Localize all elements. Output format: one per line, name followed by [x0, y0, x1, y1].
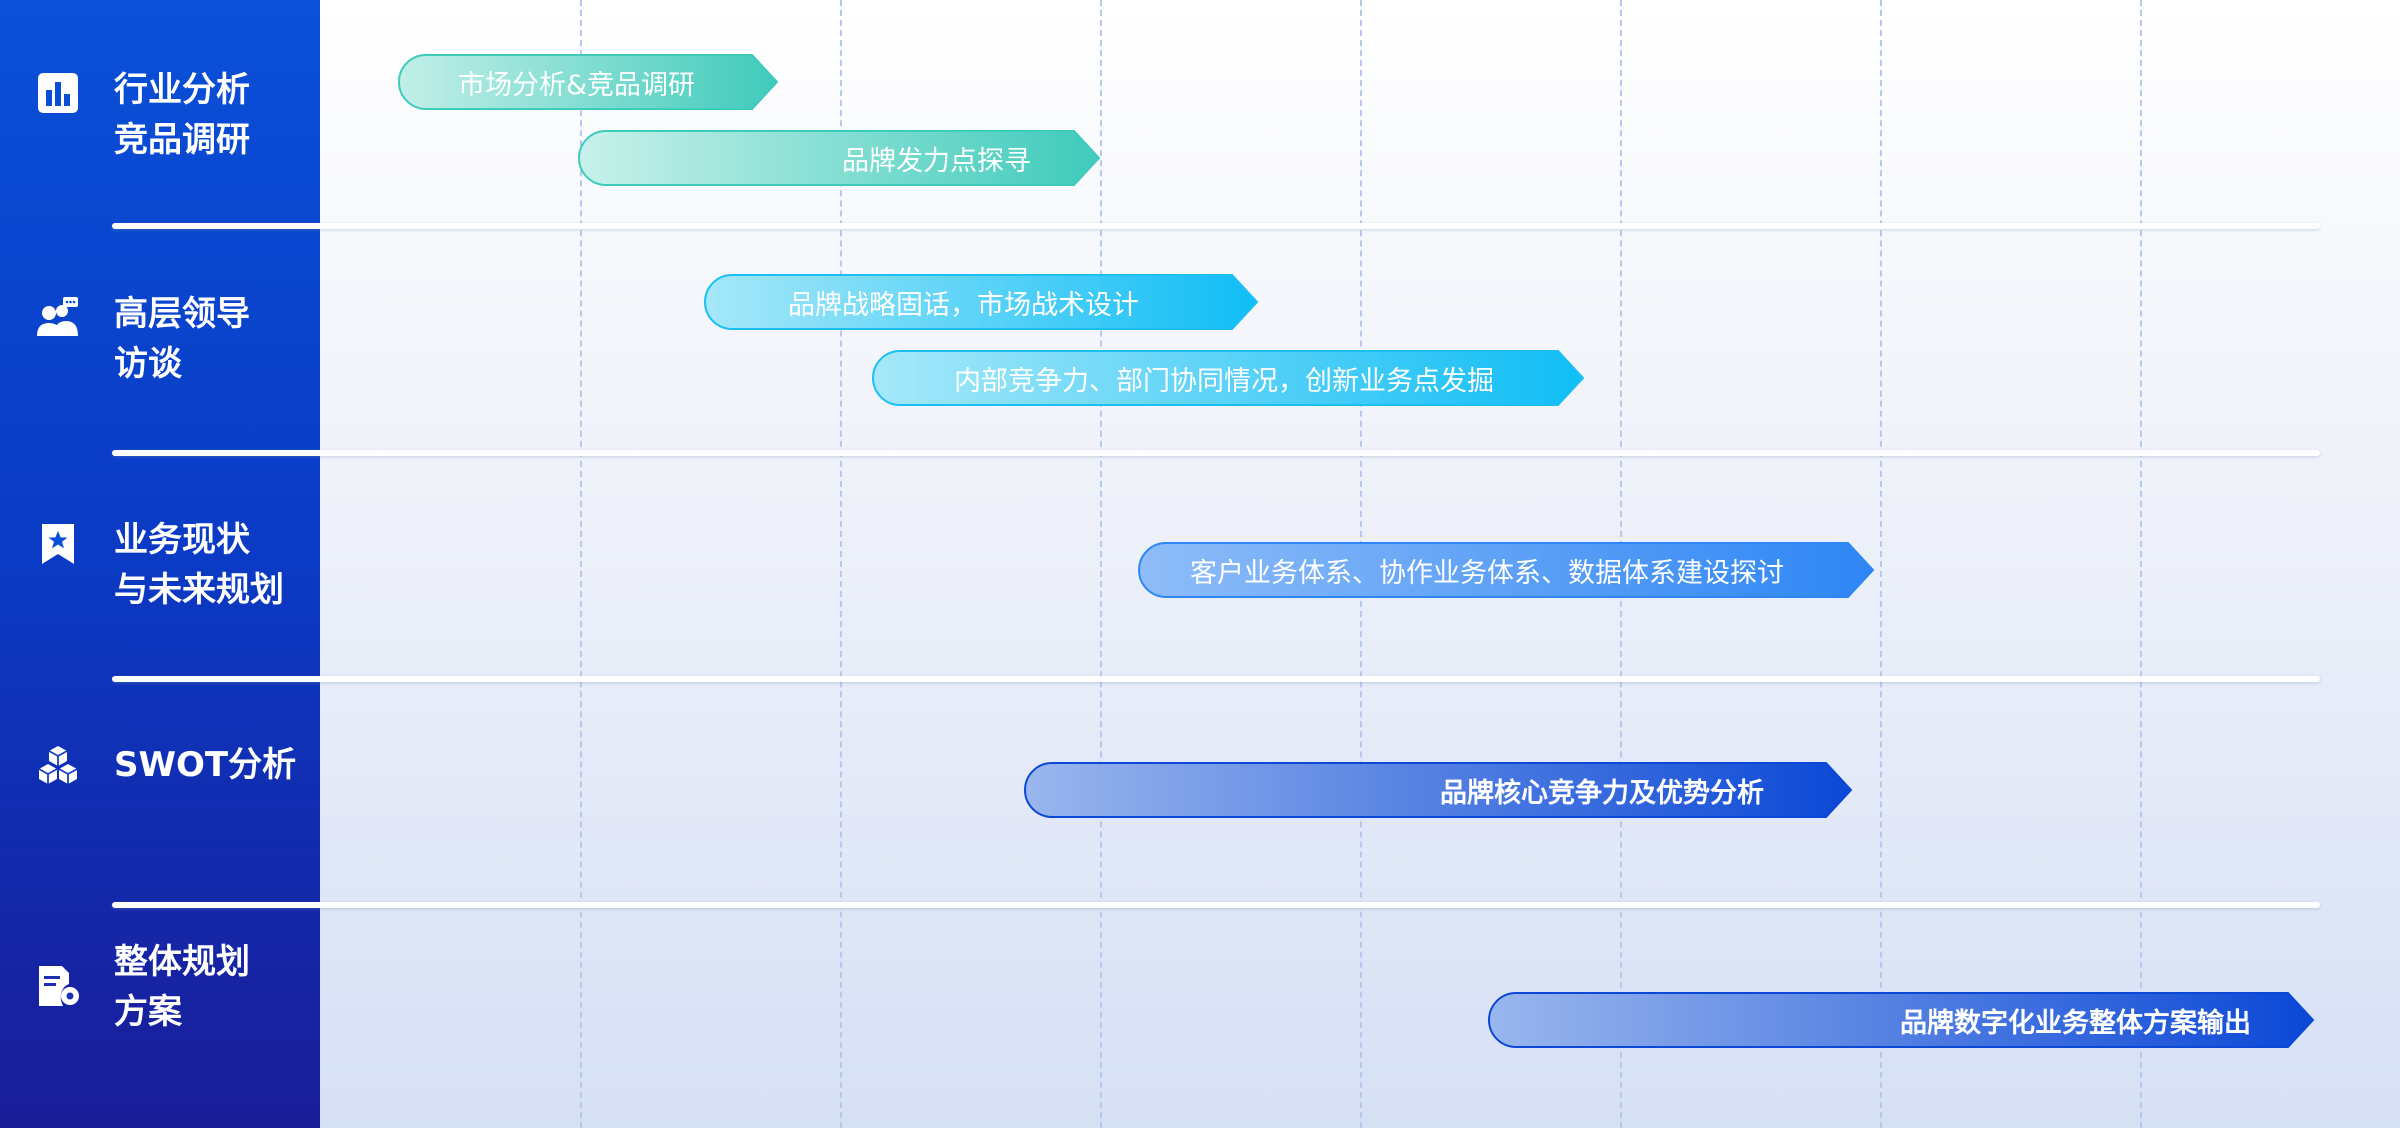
task-bar-customer: 客户业务体系、协作业务体系、数据体系建设探讨 — [1138, 542, 1875, 598]
row-divider — [112, 676, 2320, 682]
bar-chart-icon — [36, 71, 80, 115]
grid-line — [580, 0, 582, 1128]
task-bar-label: 品牌发力点探寻 — [842, 145, 1031, 177]
row-label-text: SWOT分析 — [114, 745, 297, 785]
task-bar-internal: 内部竞争力、部门协同情况，创新业务点发掘 — [872, 350, 1585, 406]
task-bar-market-analysis: 市场分析&竞品调研 — [398, 54, 779, 110]
task-bar-digital-plan: 品牌数字化业务整体方案输出 — [1488, 992, 2315, 1048]
sidebar: 行业分析 竞品调研 高层领导 访谈 业务现状 与未来规划 — [0, 0, 320, 1128]
row-label-text: 业务现状 与未来规划 — [114, 520, 284, 610]
row-label-business: 业务现状 与未来规划 — [0, 510, 320, 620]
row-divider — [112, 902, 2320, 908]
row-label-text: 整体规划 方案 — [114, 942, 250, 1032]
task-bar-label: 客户业务体系、协作业务体系、数据体系建设探讨 — [1190, 557, 1784, 589]
task-bar-label: 内部竞争力、部门协同情况，创新业务点发掘 — [954, 365, 1494, 397]
row-divider — [112, 223, 2320, 229]
row-label-swot: SWOT分析 — [0, 740, 320, 790]
grid-line — [2140, 0, 2142, 1128]
grid-line — [840, 0, 842, 1128]
grid-line — [1880, 0, 1882, 1128]
cubes-icon — [36, 743, 80, 787]
row-label-industry: 行业分析 竞品调研 — [0, 60, 320, 170]
task-bar-strategy: 品牌战略固话，市场战术设计 — [704, 274, 1259, 330]
document-gear-icon — [36, 964, 80, 1008]
task-bar-label: 市场分析&竞品调研 — [458, 69, 696, 101]
task-bar-brand-point: 品牌发力点探寻 — [578, 130, 1101, 186]
task-bar-label: 品牌数字化业务整体方案输出 — [1900, 1007, 2251, 1039]
row-divider — [112, 450, 2320, 456]
task-bar-core-competence: 品牌核心竞争力及优势分析 — [1024, 762, 1853, 818]
row-label-text: 高层领导 访谈 — [114, 294, 250, 384]
row-label-interview: 高层领导 访谈 — [0, 284, 320, 394]
leader-chat-icon — [36, 296, 80, 340]
task-bar-label: 品牌核心竞争力及优势分析 — [1440, 777, 1764, 809]
row-label-plan: 整体规划 方案 — [0, 942, 320, 1072]
bookmark-star-icon — [36, 522, 80, 566]
grid-line — [1100, 0, 1102, 1128]
task-bar-label: 品牌战略固话，市场战术设计 — [788, 289, 1139, 321]
row-label-text: 行业分析 竞品调研 — [114, 70, 250, 160]
